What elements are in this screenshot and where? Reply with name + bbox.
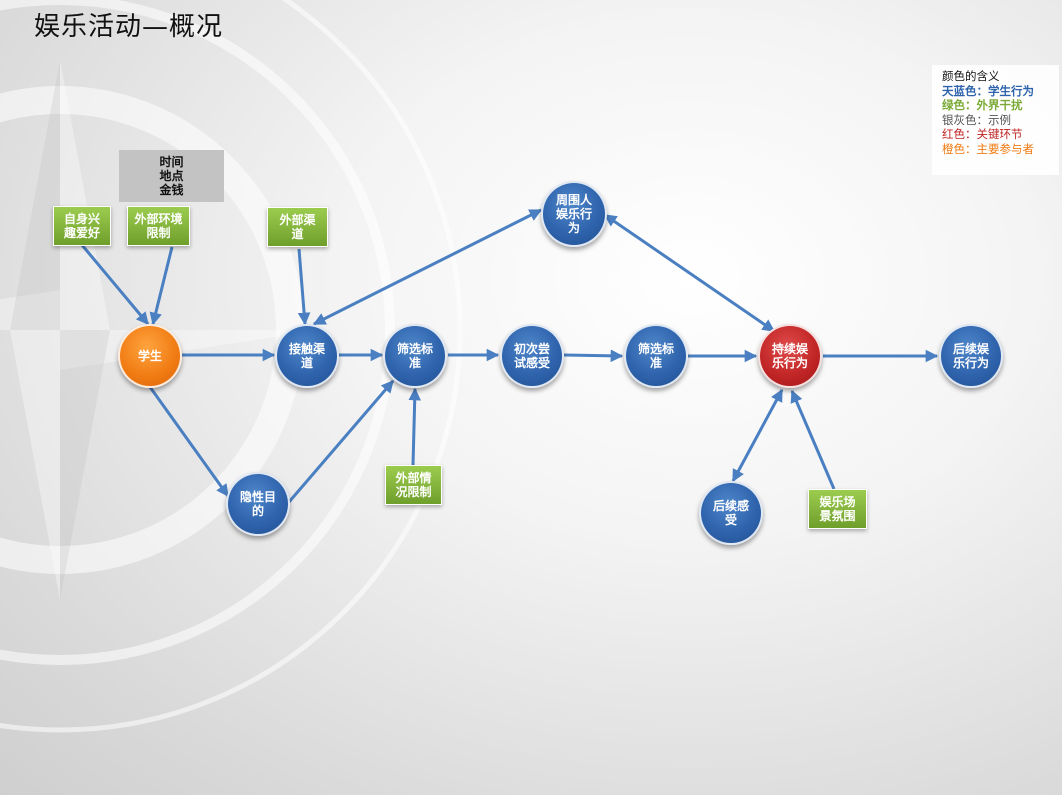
node-followup-feeling: 后续感受 (699, 481, 763, 545)
arrow-continue-feeling (731, 388, 784, 483)
arrow-extchannel-contact (297, 248, 311, 326)
node-followup-entertainment: 后续娱乐行为 (939, 324, 1003, 388)
arrow-hidden-filter1 (287, 380, 395, 503)
arrow-continue-peers (603, 213, 776, 333)
page-title: 娱乐活动—概况 (34, 12, 224, 42)
color-legend: 颜色的含义 天蓝色：学生行为 绿色：外界干扰 银灰色：示例 红色：关键环节 橙色… (932, 65, 1059, 175)
legend-item-blue: 天蓝色：学生行为 (942, 83, 1034, 98)
box-external-situation: 外部情况限制 (385, 465, 442, 505)
legend-item-green: 绿色：外界干扰 (942, 98, 1023, 112)
box-environment-limit: 外部环境限制 (127, 206, 190, 246)
legend-item-grey: 银灰色：示例 (942, 112, 1011, 127)
legend-heading: 颜色的含义 (942, 69, 1000, 83)
box-entertainment-scene: 娱乐场景氛围 (808, 489, 867, 529)
arrow-contact-peers (312, 208, 543, 326)
box-example-factors: 时间 地点 金钱 (119, 150, 224, 202)
node-filter-criteria-1: 筛选标准 (383, 324, 447, 388)
arrow-extsituation-filter1 (408, 387, 421, 466)
box-personal-interest: 自身兴趣爱好 (53, 206, 111, 246)
arrow-envlimit-student (149, 246, 174, 326)
node-contact-channel: 接触渠道 (275, 324, 339, 388)
node-student: 学生 (118, 324, 182, 388)
arrow-student-hidden (148, 386, 230, 498)
node-first-trial: 初次尝试感受 (500, 324, 564, 388)
arrow-trial-filter2 (563, 349, 624, 363)
node-peers-entertainment: 周围人娱乐行为 (541, 181, 607, 247)
node-continued-entertainment: 持续娱乐行为 (758, 324, 822, 388)
node-hidden-purpose: 隐性目的 (226, 472, 290, 536)
box-external-channel: 外部渠道 (267, 207, 328, 247)
legend-item-red: 红色：关键环节 (942, 127, 1023, 141)
legend-item-orange: 橙色：主要参与者 (942, 141, 1034, 156)
node-filter-criteria-2: 筛选标准 (624, 324, 688, 388)
arrow-interest-student (80, 244, 150, 325)
arrow-scene-continue (790, 389, 836, 490)
